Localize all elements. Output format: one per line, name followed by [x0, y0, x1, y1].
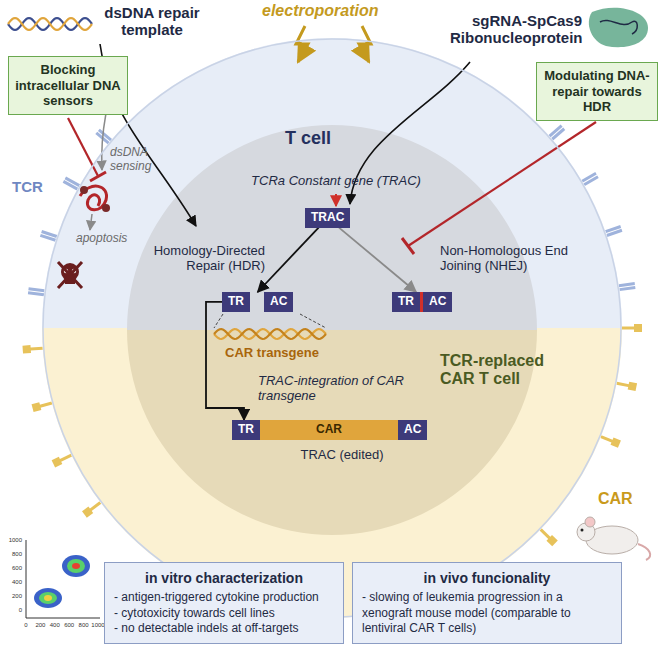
label: dsDNA sensing — [110, 146, 172, 174]
lightning — [359, 26, 371, 62]
label: sgRNA-SpCas9 Ribonucleoprotein — [450, 12, 582, 47]
box-text: - antigen-triggered cytokine production — [114, 590, 334, 606]
car-receptor — [628, 382, 637, 391]
tcr-receptor — [28, 293, 44, 295]
mouse — [577, 517, 650, 560]
label: TRAC (edited) — [272, 448, 412, 463]
car-receptor — [32, 402, 42, 412]
gene-segment: CAR — [260, 420, 398, 440]
box-heading: Modulating DNA-repair towards HDR — [543, 68, 651, 115]
label: TRAC-integration of CAR transgene — [258, 374, 430, 404]
nucleus-upper — [127, 125, 537, 330]
axis-tick: 200 — [32, 622, 48, 628]
connector — [339, 228, 416, 292]
box-text: - cytotoxicity towards cell lines — [114, 606, 334, 622]
gene-segment: TRAC — [305, 208, 350, 228]
gene-box: TRCARAC — [232, 420, 427, 440]
flow-plot — [26, 540, 100, 618]
connector — [206, 302, 244, 420]
connector — [258, 228, 319, 292]
label: Non-Homologous End Joining (NHEJ) — [440, 244, 575, 274]
cell-title: TCR-replaced CAR T cell — [440, 352, 572, 389]
action-box: Modulating DNA-repair towards HDR — [536, 62, 658, 121]
axis-tick: 800 — [2, 551, 22, 557]
car-receptor — [546, 535, 557, 546]
result-box: in vitro characterization - antigen-trigg… — [104, 562, 344, 644]
axis-tick: 400 — [2, 579, 22, 585]
car-receptor — [634, 324, 642, 332]
sensed-dna — [80, 186, 110, 212]
car-receptor — [611, 437, 621, 447]
axis-tick: 1000 — [2, 537, 22, 543]
tcr-receptor — [29, 289, 45, 291]
label: TCRa Constant gene (TRAC) — [226, 174, 446, 189]
tcr-receptor — [619, 287, 635, 289]
tcr-receptor — [606, 226, 621, 231]
action-box: Blocking intracellular DNA sensors — [8, 56, 128, 115]
inhibit-bar — [402, 238, 414, 254]
box-heading: Blocking intracellular DNA sensors — [15, 62, 121, 109]
homology-guide — [214, 314, 326, 328]
tcr-receptor — [63, 181, 77, 189]
gene-segment: TR — [392, 292, 420, 312]
gene-segment: AC — [264, 292, 293, 312]
tcr-receptor — [550, 126, 562, 136]
inhibit-bar — [90, 172, 106, 181]
car-receptor — [22, 345, 31, 354]
axis-tick: 0 — [2, 607, 22, 613]
tcr-receptor — [40, 235, 55, 240]
cut-arrow — [335, 194, 337, 206]
gene-segment: TR — [222, 292, 250, 312]
dna-helix — [214, 329, 326, 339]
cell-outline — [42, 38, 622, 618]
label: TCR — [12, 178, 43, 195]
tcr-receptor — [619, 283, 635, 285]
axis-tick: 200 — [2, 593, 22, 599]
gene-box: TR AC — [222, 292, 293, 312]
label: apoptosis — [76, 232, 127, 246]
box-text: - slowing of leukemia progression in a x… — [362, 590, 612, 637]
axis-tick: 400 — [47, 622, 63, 628]
axis-tick: 600 — [61, 622, 77, 628]
gene-segment: TR — [232, 420, 260, 440]
result-box: in vivo funcionality - slowing of leukemi… — [352, 562, 622, 644]
box-heading: in vivo funcionality — [362, 569, 612, 587]
inhibit-line — [408, 122, 596, 246]
rnp-icon — [589, 8, 648, 48]
label: CAR transgene — [214, 346, 330, 361]
skull — [58, 262, 82, 288]
dna-helix — [8, 18, 92, 30]
axis-tick: 600 — [2, 565, 22, 571]
box-heading: in vitro characterization — [114, 569, 334, 587]
apoptosis-arrow — [90, 214, 92, 230]
gene-segment: AC — [420, 292, 452, 312]
axis-tick: 0 — [18, 622, 34, 628]
label: dsDNA repair template — [96, 4, 208, 39]
cell-circle: T cellTCR-replaced CAR T cellTRACTRACTRA… — [42, 38, 622, 618]
dna-helix — [8, 18, 92, 30]
dna-helix — [214, 329, 326, 339]
car-receptor — [52, 457, 63, 468]
lightning — [296, 26, 308, 62]
label: CAR — [598, 490, 633, 508]
car-receptor — [82, 507, 93, 518]
label: Homology-Directed Repair (HDR) — [128, 244, 265, 274]
gene-segment: AC — [398, 420, 427, 440]
axis-tick: 800 — [76, 622, 92, 628]
inhibit-line — [68, 118, 98, 176]
tcr-receptor — [582, 173, 596, 181]
gene-box: TRAC — [305, 208, 350, 228]
label: electroporation — [262, 2, 378, 20]
cell-title: T cell — [285, 128, 331, 149]
box-text: - no detectable indels at off-targets — [114, 621, 334, 637]
gene-box: TRAC — [392, 292, 452, 312]
